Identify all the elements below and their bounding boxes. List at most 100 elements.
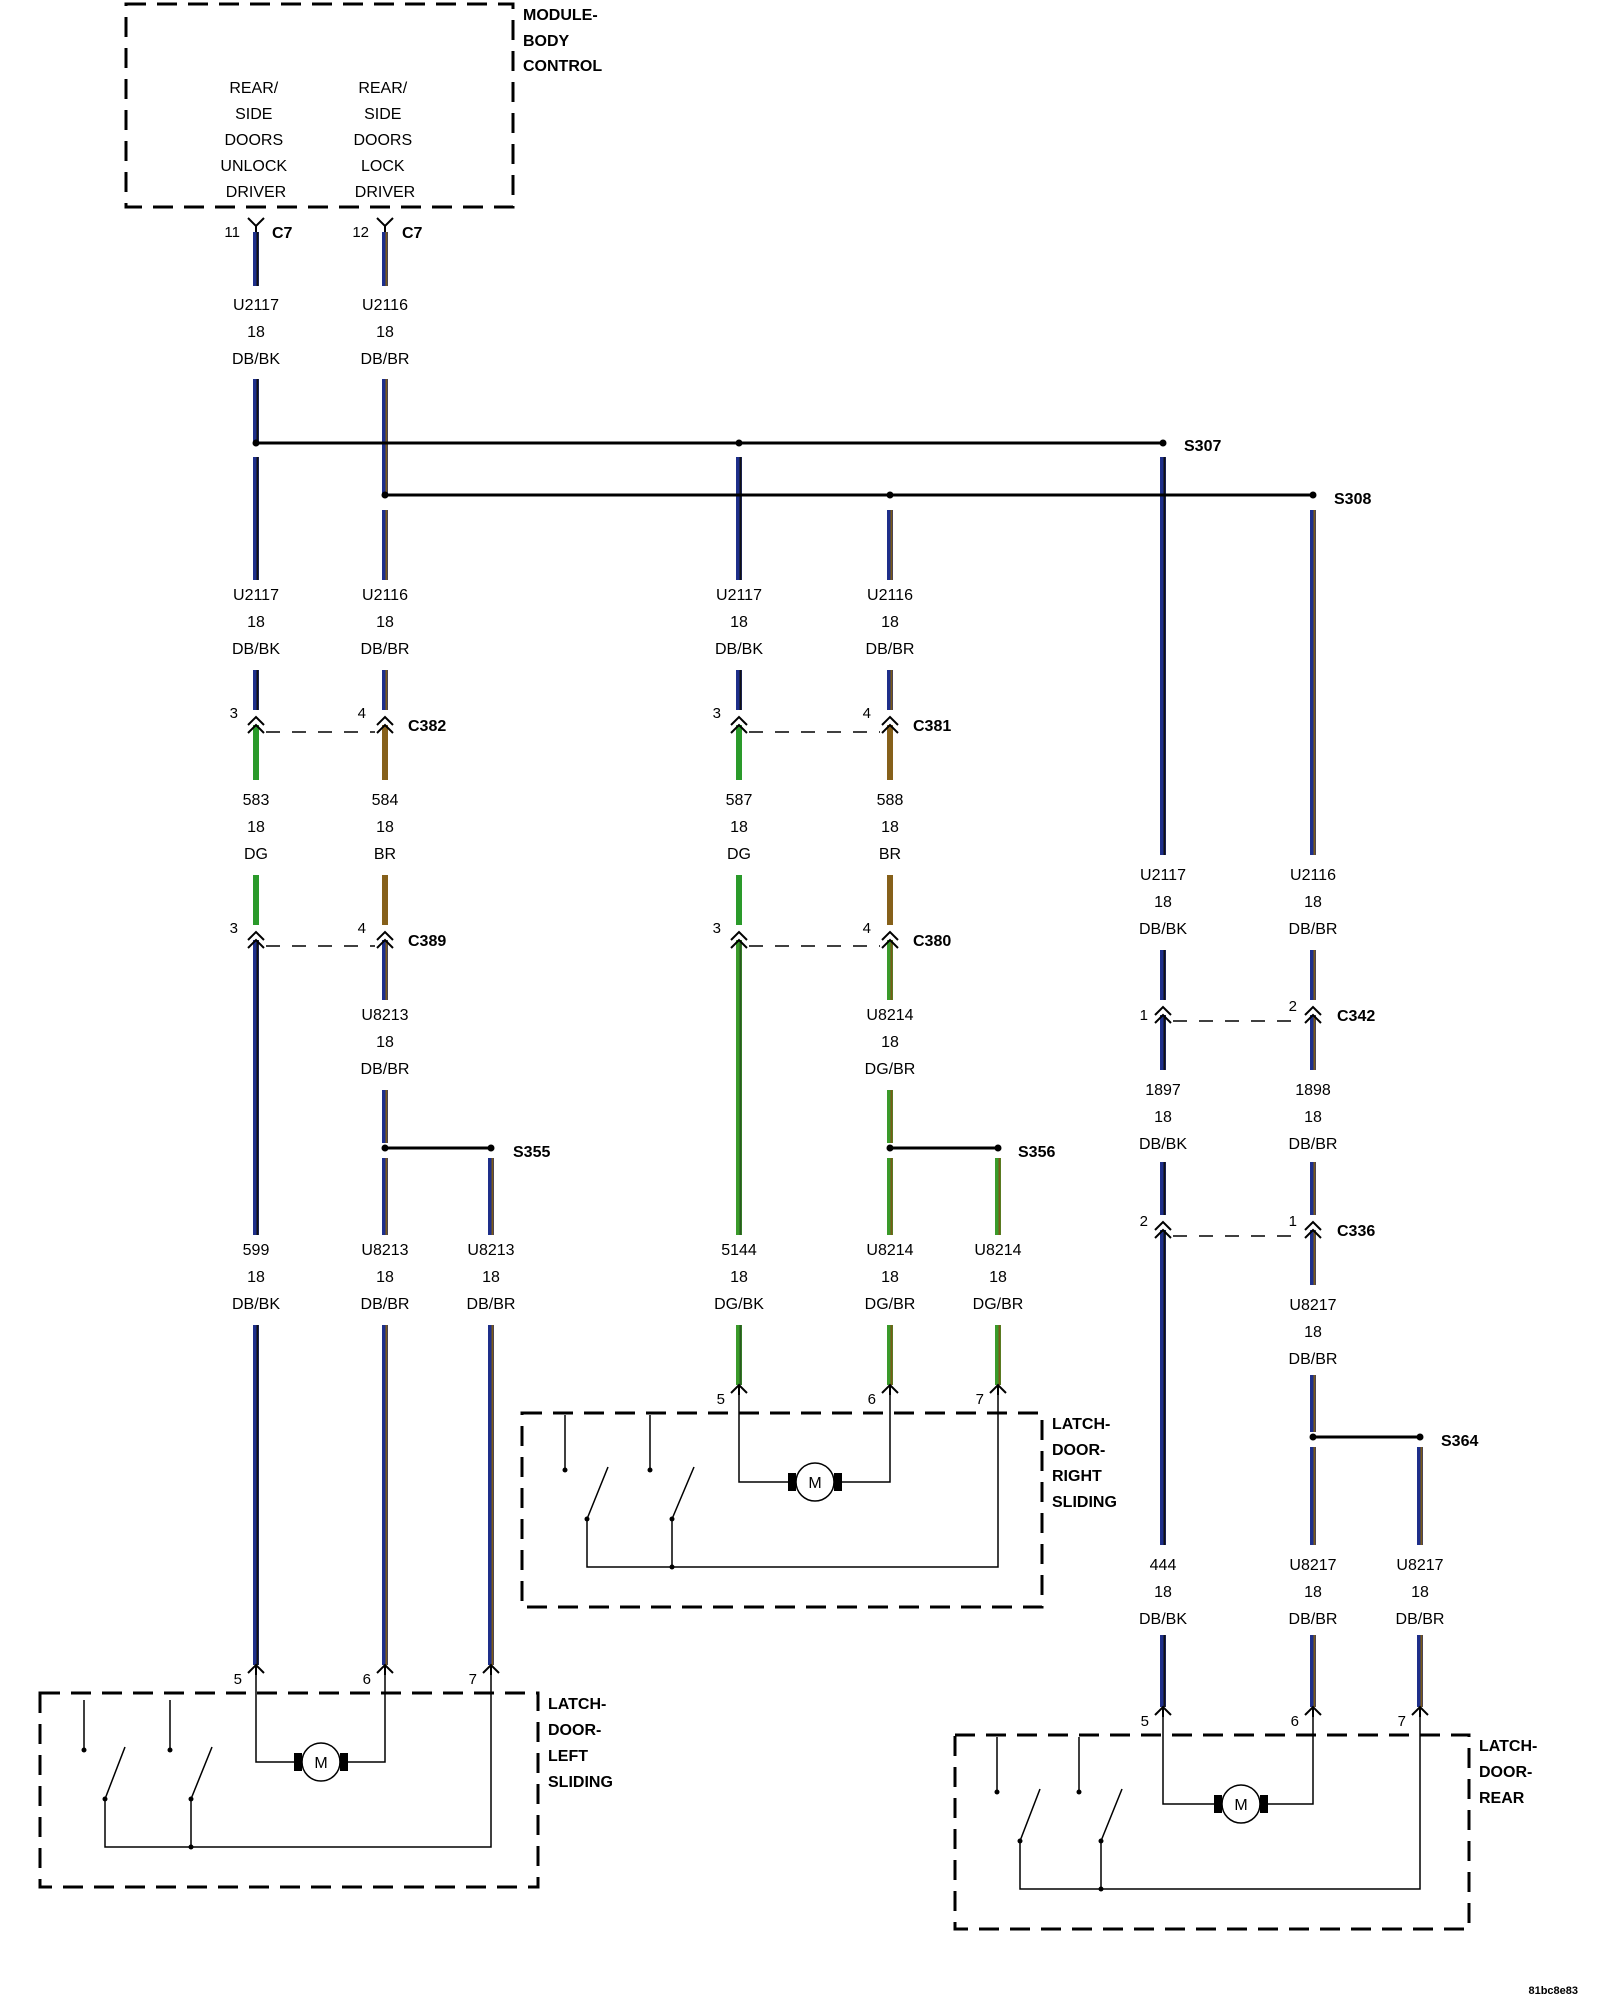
wire-label-backdrop xyxy=(349,1032,421,1054)
wire-label-backdrop xyxy=(854,817,926,839)
wire-label-backdrop xyxy=(703,817,775,839)
connector-chevron xyxy=(376,715,394,734)
latch-left-switch-dot xyxy=(188,1844,194,1850)
latch-right-pin-6-symbol xyxy=(881,1383,899,1395)
wire-5144-upper xyxy=(736,940,742,1235)
wire-label-backdrop xyxy=(349,1059,421,1081)
c7-pin-11: 11 xyxy=(224,224,240,241)
latch-rear-motor-brush-a xyxy=(1214,1795,1222,1813)
splice-dot xyxy=(886,491,894,499)
latch-right-pin-5: 5 xyxy=(717,1391,725,1408)
splice-dot xyxy=(994,1144,1002,1152)
wire-label-backdrop xyxy=(349,844,421,866)
wire-gauge-label: 18 xyxy=(376,324,394,341)
wire-u2116-c7-lower xyxy=(382,379,388,495)
wire-u2116-right-upper xyxy=(887,510,893,580)
wire-label-backdrop xyxy=(220,295,292,317)
latch-left-switch-dot xyxy=(188,1796,194,1802)
wire-label-backdrop xyxy=(220,322,292,344)
wire-label-backdrop xyxy=(220,817,292,839)
wire-color-label: DG/BR xyxy=(973,1296,1024,1313)
wire-1898-lower xyxy=(1310,1162,1316,1215)
wire-label-backdrop xyxy=(962,1294,1034,1316)
latch-left-motor-brush-a xyxy=(294,1753,302,1771)
latch-left-pin-5: 5 xyxy=(234,1671,242,1688)
wire-label-backdrop xyxy=(349,349,421,371)
wire-u8217-mid xyxy=(1310,1375,1316,1432)
wire-label-backdrop xyxy=(1127,1609,1199,1631)
latch-right-motor-icon xyxy=(795,1462,835,1502)
wire-label-backdrop xyxy=(220,585,292,607)
splice-dot xyxy=(487,1144,495,1152)
wire-label-backdrop xyxy=(349,790,421,812)
latch-rear-pin-6-symbol xyxy=(1304,1705,1322,1717)
wire-label-backdrop xyxy=(1127,1080,1199,1102)
wire-u2116-c7 xyxy=(382,232,388,286)
splice-dot xyxy=(1309,1433,1317,1441)
wire-color-label: DG/BK xyxy=(714,1296,764,1313)
wire-label-backdrop xyxy=(349,817,421,839)
latch-left-pin-5-symbol xyxy=(247,1663,265,1675)
latch-right-switch-b xyxy=(671,1466,695,1520)
wire-u2117-right-lower xyxy=(736,670,742,710)
wire-color-label: DB/BK xyxy=(1139,1136,1187,1153)
lock-driver-label: REAR/ SIDE DOORS LOCK DRIVER xyxy=(353,80,416,201)
wire-gauge-label: 18 xyxy=(881,614,899,631)
wire-u2116-s308-down xyxy=(382,510,388,580)
latch-rear-switch-dot xyxy=(1076,1789,1082,1795)
connector-chevron xyxy=(730,930,748,949)
wire-1897-upper xyxy=(1160,1015,1166,1070)
wire-circuit-label: 444 xyxy=(1150,1557,1177,1574)
connector-chevron xyxy=(247,217,265,232)
wire-label-backdrop xyxy=(220,1267,292,1289)
connector-chevron xyxy=(881,930,899,949)
wire-label-backdrop xyxy=(1127,919,1199,941)
c336-pin-1: 1 xyxy=(1289,1213,1297,1230)
c342-pin-1: 1 xyxy=(1140,1007,1148,1024)
c389-symbol-a xyxy=(247,930,265,949)
wire-label-backdrop xyxy=(854,790,926,812)
latch-left-motor-icon xyxy=(301,1742,341,1782)
wire-label-backdrop xyxy=(703,585,775,607)
diagram-id: 81bc8e83 xyxy=(1528,1985,1578,1997)
wire-u2117-rear-lower xyxy=(1160,950,1166,1000)
c382-symbol-b xyxy=(376,715,394,734)
connector-chevron xyxy=(1304,1220,1322,1239)
wire-gauge-label: 18 xyxy=(247,1269,265,1286)
splice-s355-label: S355 xyxy=(513,1144,550,1161)
connector-chevron xyxy=(730,715,748,734)
wire-circuit-label: U8217 xyxy=(1396,1557,1443,1574)
wire-label-backdrop xyxy=(1277,1349,1349,1371)
wire-u2117-to-c382 xyxy=(253,670,259,710)
c380-pin-3: 3 xyxy=(713,920,721,937)
latch-right-switch-dot xyxy=(647,1467,653,1473)
latch-rear-motor-brush-b xyxy=(1260,1795,1268,1813)
wire-label-backdrop xyxy=(854,1005,926,1027)
c381-pin-3: 3 xyxy=(713,705,721,722)
c381-symbol-b xyxy=(881,715,899,734)
wire-label-backdrop xyxy=(1127,1134,1199,1156)
latch-right-motor-label: M xyxy=(808,1475,821,1492)
latch-rear-motor-label: M xyxy=(1234,1797,1247,1814)
latch-left-pin-6-symbol xyxy=(376,1663,394,1675)
wire-label-backdrop xyxy=(220,790,292,812)
connector-chevron xyxy=(247,715,265,734)
wire-gauge-label: 18 xyxy=(1304,894,1322,911)
wire-u8214-upper xyxy=(887,940,893,1000)
latch-rear-internals: M xyxy=(994,1717,1421,1892)
wire-label-backdrop xyxy=(703,790,775,812)
wire-color-label: DB/BR xyxy=(866,641,915,658)
c336-label: C336 xyxy=(1337,1223,1375,1240)
wire-label-backdrop xyxy=(703,1240,775,1262)
c382-pin-4: 4 xyxy=(358,705,366,722)
c342-label: C342 xyxy=(1337,1008,1375,1025)
wire-label-backdrop xyxy=(1127,892,1199,914)
latch-left-motor-wire-b xyxy=(346,1675,386,1763)
